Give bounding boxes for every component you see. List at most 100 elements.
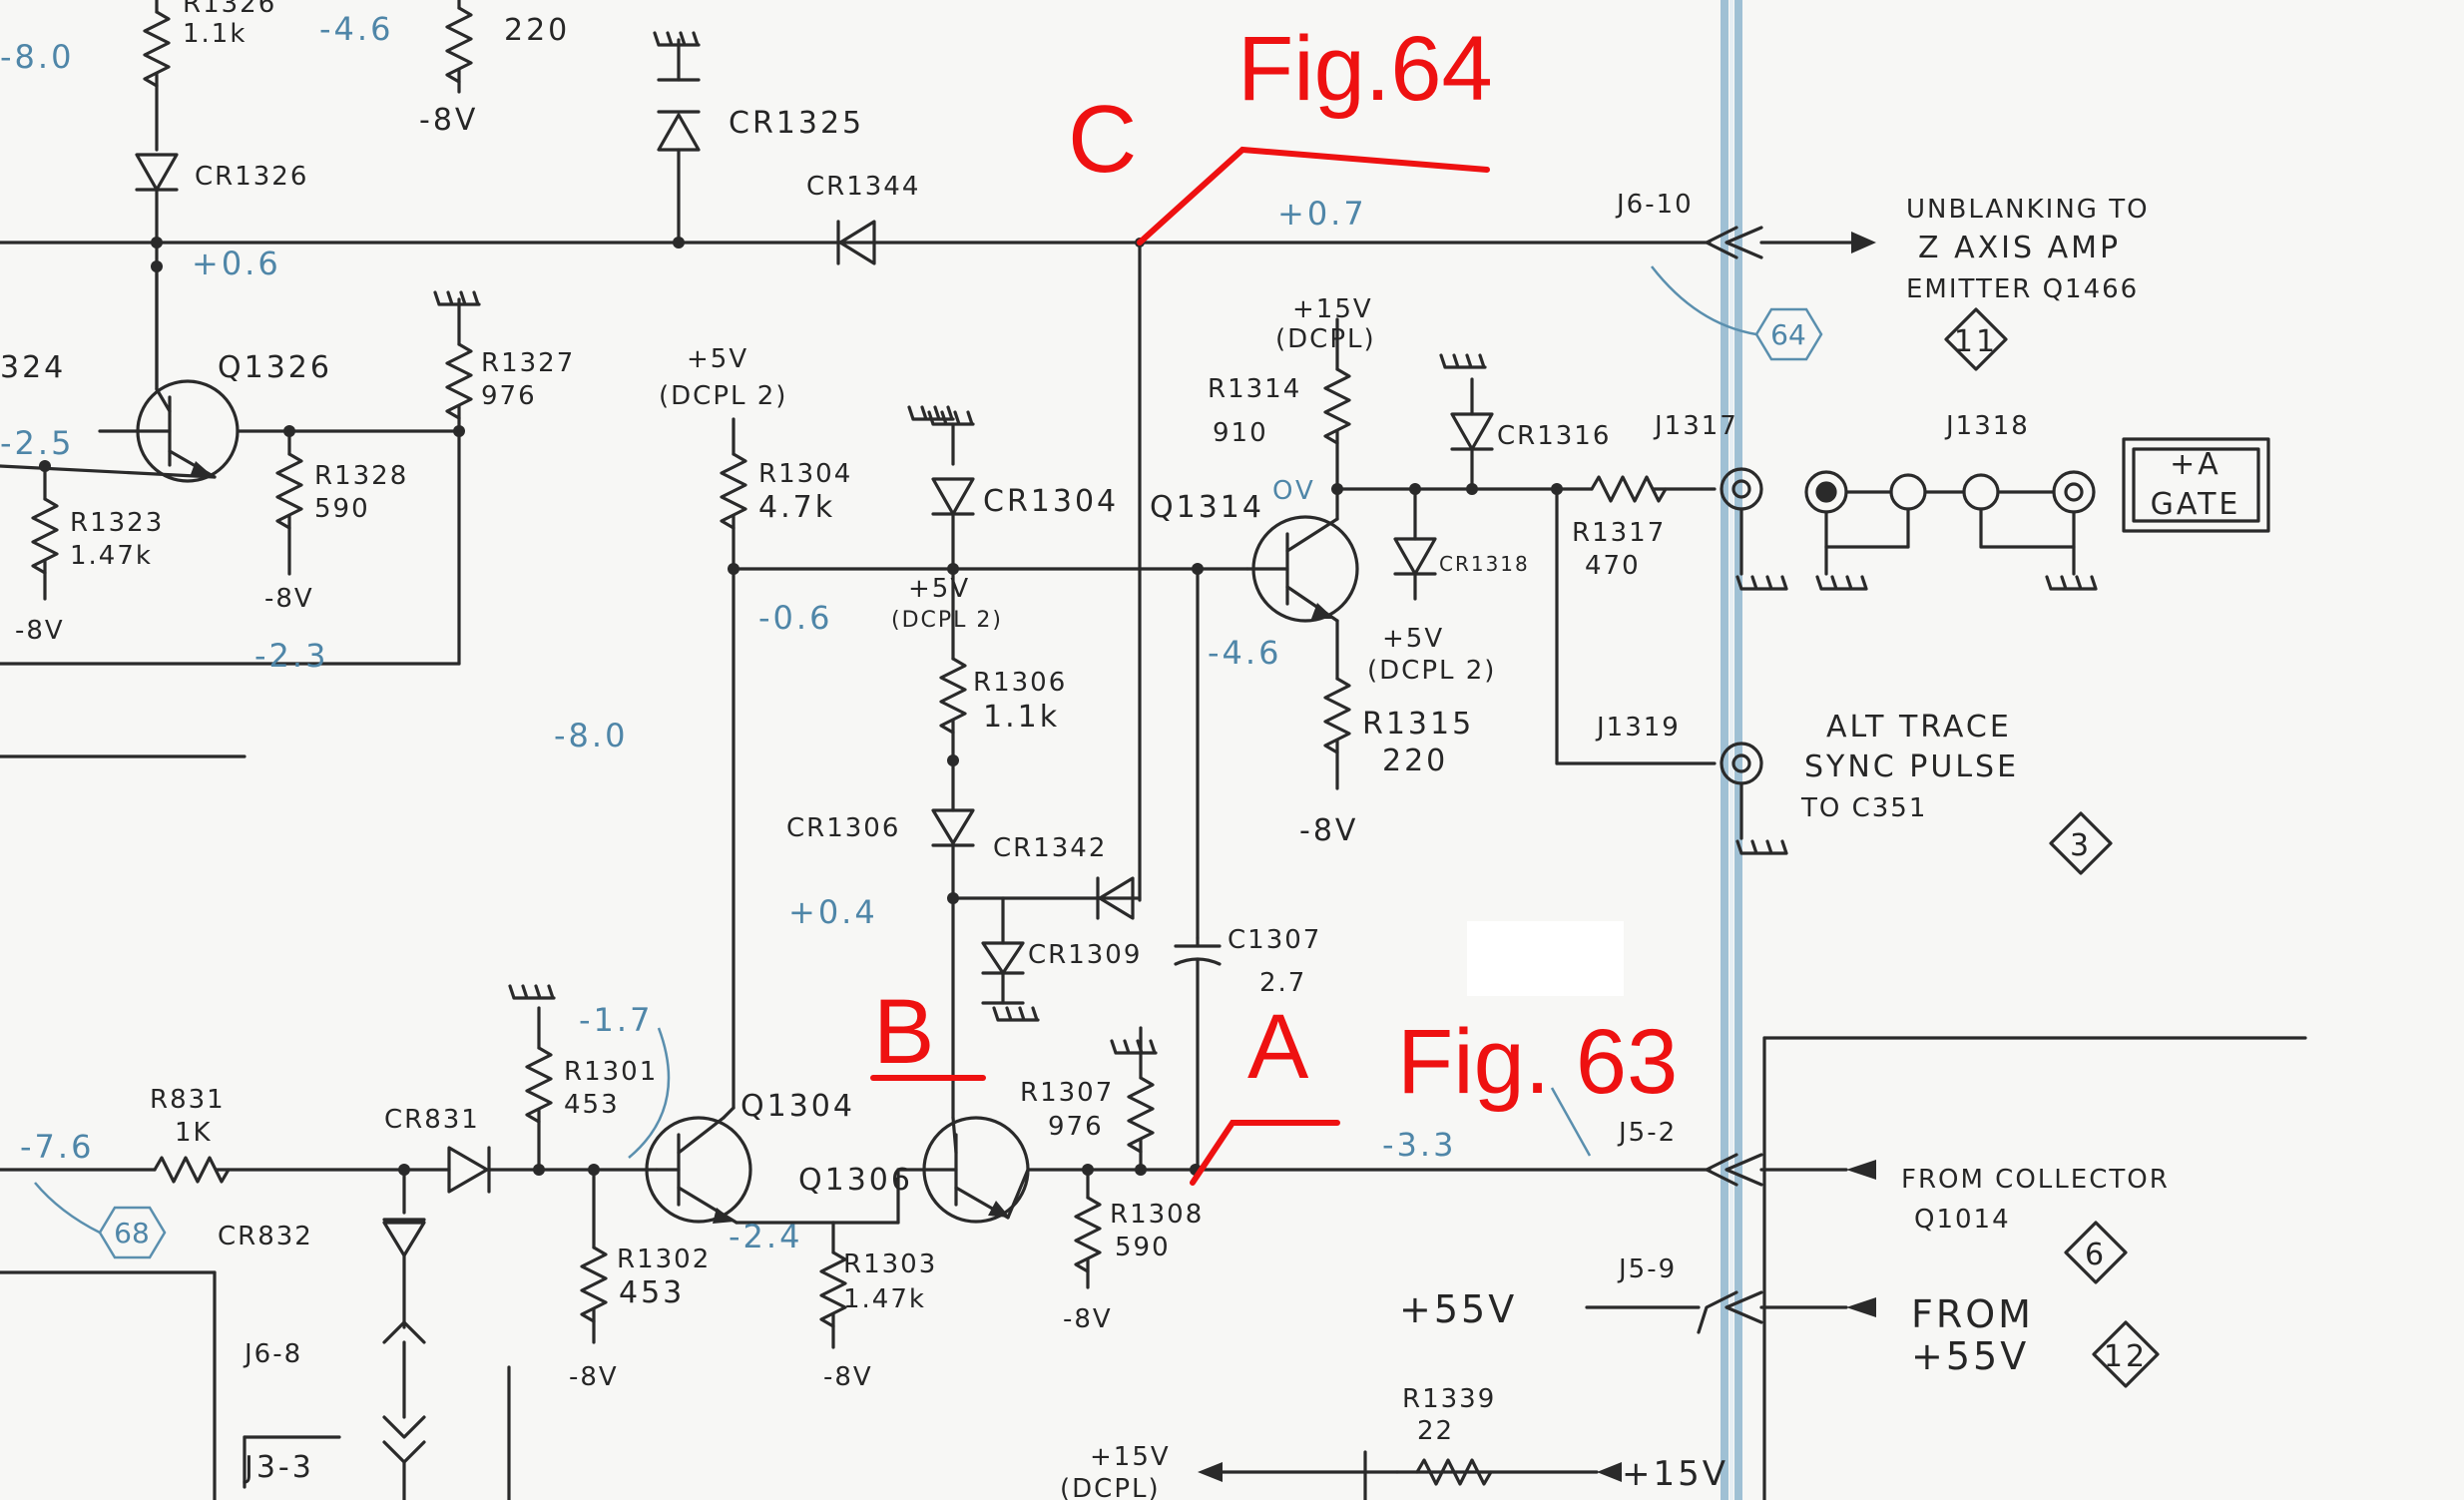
top-wiring bbox=[0, 0, 1858, 902]
svg-text:976: 976 bbox=[1048, 1112, 1104, 1142]
svg-text:-2.5: -2.5 bbox=[0, 424, 74, 462]
svg-text:+15V: +15V bbox=[1622, 1454, 1728, 1494]
svg-text:R1339: R1339 bbox=[1402, 1384, 1496, 1414]
svg-text:J6-10: J6-10 bbox=[1615, 190, 1694, 220]
svg-text:324: 324 bbox=[0, 350, 66, 385]
svg-text:C1307: C1307 bbox=[1228, 925, 1321, 955]
svg-text:J1317: J1317 bbox=[1653, 411, 1738, 441]
svg-text:R1323: R1323 bbox=[70, 508, 164, 538]
pointer-c bbox=[1137, 146, 1490, 246]
svg-text:+55V: +55V bbox=[1399, 1287, 1517, 1331]
svg-text:J5-9: J5-9 bbox=[1617, 1254, 1677, 1284]
blue-arrow-j52 bbox=[1550, 1087, 1592, 1157]
point-b-label: B bbox=[873, 981, 934, 1083]
svg-text:J1318: J1318 bbox=[1944, 411, 2030, 441]
svg-text:J6-8: J6-8 bbox=[243, 1339, 302, 1369]
white-patch bbox=[1467, 921, 1624, 996]
svg-text:+0.6: +0.6 bbox=[192, 245, 281, 282]
svg-text:CR1316: CR1316 bbox=[1497, 421, 1611, 451]
svg-text:-4.6: -4.6 bbox=[319, 10, 393, 48]
svg-text:R1327: R1327 bbox=[481, 348, 575, 378]
svg-text:CR1325: CR1325 bbox=[729, 106, 864, 141]
svg-text:68: 68 bbox=[114, 1217, 150, 1250]
diamond-11: 11 bbox=[1954, 324, 1998, 359]
diamond-12: 12 bbox=[2104, 1339, 2148, 1374]
svg-text:FROM: FROM bbox=[1911, 1292, 2034, 1336]
ground-symbols bbox=[433, 31, 2098, 1055]
blue-arrow-r1301 bbox=[628, 1027, 671, 1159]
svg-text:CR1309: CR1309 bbox=[1028, 940, 1142, 970]
svg-text:Q1304: Q1304 bbox=[740, 1089, 855, 1124]
diamond-markers bbox=[1944, 307, 2160, 1388]
svg-text:CR1342: CR1342 bbox=[993, 833, 1107, 863]
svg-text:Q1326: Q1326 bbox=[218, 350, 332, 385]
svg-text:-8V: -8V bbox=[1063, 1304, 1113, 1334]
svg-text:-8.0: -8.0 bbox=[554, 717, 628, 754]
svg-text:-8.0: -8.0 bbox=[0, 38, 74, 76]
svg-text:-8V: -8V bbox=[823, 1362, 873, 1392]
svg-text:CR832: CR832 bbox=[218, 1222, 313, 1251]
svg-text:910: 910 bbox=[1213, 418, 1268, 448]
svg-text:1.47k: 1.47k bbox=[843, 1284, 926, 1314]
svg-text:-8V: -8V bbox=[15, 616, 65, 646]
blue-arrow-68 bbox=[34, 1182, 101, 1235]
svg-text:Q1306: Q1306 bbox=[798, 1163, 913, 1198]
c1307-capacitor bbox=[1174, 936, 1222, 1172]
svg-text:-3.3: -3.3 bbox=[1382, 1126, 1456, 1164]
svg-text:CR1326: CR1326 bbox=[195, 162, 308, 192]
svg-text:-1.7: -1.7 bbox=[579, 1001, 653, 1039]
svg-text:64: 64 bbox=[1770, 318, 1806, 351]
svg-text:(DCPL 2): (DCPL 2) bbox=[891, 608, 1003, 633]
svg-text:CR831: CR831 bbox=[384, 1105, 480, 1135]
svg-text:R1303: R1303 bbox=[843, 1250, 937, 1279]
svg-text:-8V: -8V bbox=[1299, 813, 1358, 848]
pointer-a bbox=[1190, 1120, 1340, 1186]
svg-text:UNBLANKING TO: UNBLANKING TO bbox=[1906, 195, 2150, 225]
svg-text:(DCPL): (DCPL) bbox=[1275, 324, 1376, 354]
center-column bbox=[720, 417, 1249, 1110]
svg-text:220: 220 bbox=[504, 13, 570, 48]
q1326-resistors bbox=[0, 297, 473, 758]
svg-text:R1304: R1304 bbox=[758, 459, 852, 489]
svg-text:-2.3: -2.3 bbox=[254, 637, 328, 675]
point-c-label: C bbox=[1068, 86, 1137, 193]
q1326-transistor bbox=[0, 264, 461, 483]
svg-text:(DCPL): (DCPL) bbox=[1060, 1474, 1161, 1500]
svg-text:R1308: R1308 bbox=[1110, 1200, 1204, 1230]
svg-text:SYNC PULSE: SYNC PULSE bbox=[1804, 750, 2019, 784]
svg-text:+15V: +15V bbox=[1090, 1442, 1171, 1472]
svg-text:1K: 1K bbox=[175, 1118, 213, 1148]
blue-hexagon-64: 64 bbox=[1754, 307, 1823, 361]
svg-text:+5V: +5V bbox=[908, 574, 970, 604]
svg-text:453: 453 bbox=[564, 1090, 620, 1120]
svg-text:Q1014: Q1014 bbox=[1914, 1205, 2011, 1235]
connector-labels: J6-10 J1317 J1318 J1319 J5-2 J5-9 J6-8 J… bbox=[243, 190, 2030, 1485]
svg-text:J3-3: J3-3 bbox=[243, 1450, 314, 1485]
svg-text:-4.6: -4.6 bbox=[1208, 634, 1281, 672]
svg-text:CR1344: CR1344 bbox=[806, 172, 920, 202]
svg-text:2.7: 2.7 bbox=[1259, 968, 1306, 998]
svg-text:-2.4: -2.4 bbox=[729, 1218, 802, 1255]
svg-text:453: 453 bbox=[619, 1275, 685, 1310]
svg-text:OV: OV bbox=[1272, 476, 1316, 506]
svg-text:590: 590 bbox=[314, 494, 370, 524]
svg-text:220: 220 bbox=[1382, 744, 1448, 778]
blue-arrow-64 bbox=[1651, 265, 1757, 336]
svg-text:Z AXIS AMP: Z AXIS AMP bbox=[1918, 231, 2121, 265]
svg-text:590: 590 bbox=[1115, 1233, 1171, 1262]
svg-text:22: 22 bbox=[1417, 1416, 1454, 1446]
svg-text:R1306: R1306 bbox=[973, 668, 1067, 698]
svg-text:(DCPL 2): (DCPL 2) bbox=[1367, 656, 1496, 686]
point-a-label: A bbox=[1247, 996, 1309, 1098]
svg-text:J1319: J1319 bbox=[1595, 713, 1681, 743]
fig63-label: Fig. 63 bbox=[1397, 1011, 1678, 1113]
svg-text:1.1k: 1.1k bbox=[183, 19, 246, 49]
svg-text:CR1306: CR1306 bbox=[786, 813, 900, 843]
svg-text:R1326: R1326 bbox=[183, 0, 276, 19]
svg-text:+0.4: +0.4 bbox=[788, 893, 878, 931]
svg-text:R1301: R1301 bbox=[564, 1057, 658, 1087]
svg-text:CR1304: CR1304 bbox=[983, 484, 1119, 519]
svg-text:EMITTER Q1466: EMITTER Q1466 bbox=[1906, 274, 2139, 304]
svg-text:R831: R831 bbox=[150, 1085, 226, 1115]
